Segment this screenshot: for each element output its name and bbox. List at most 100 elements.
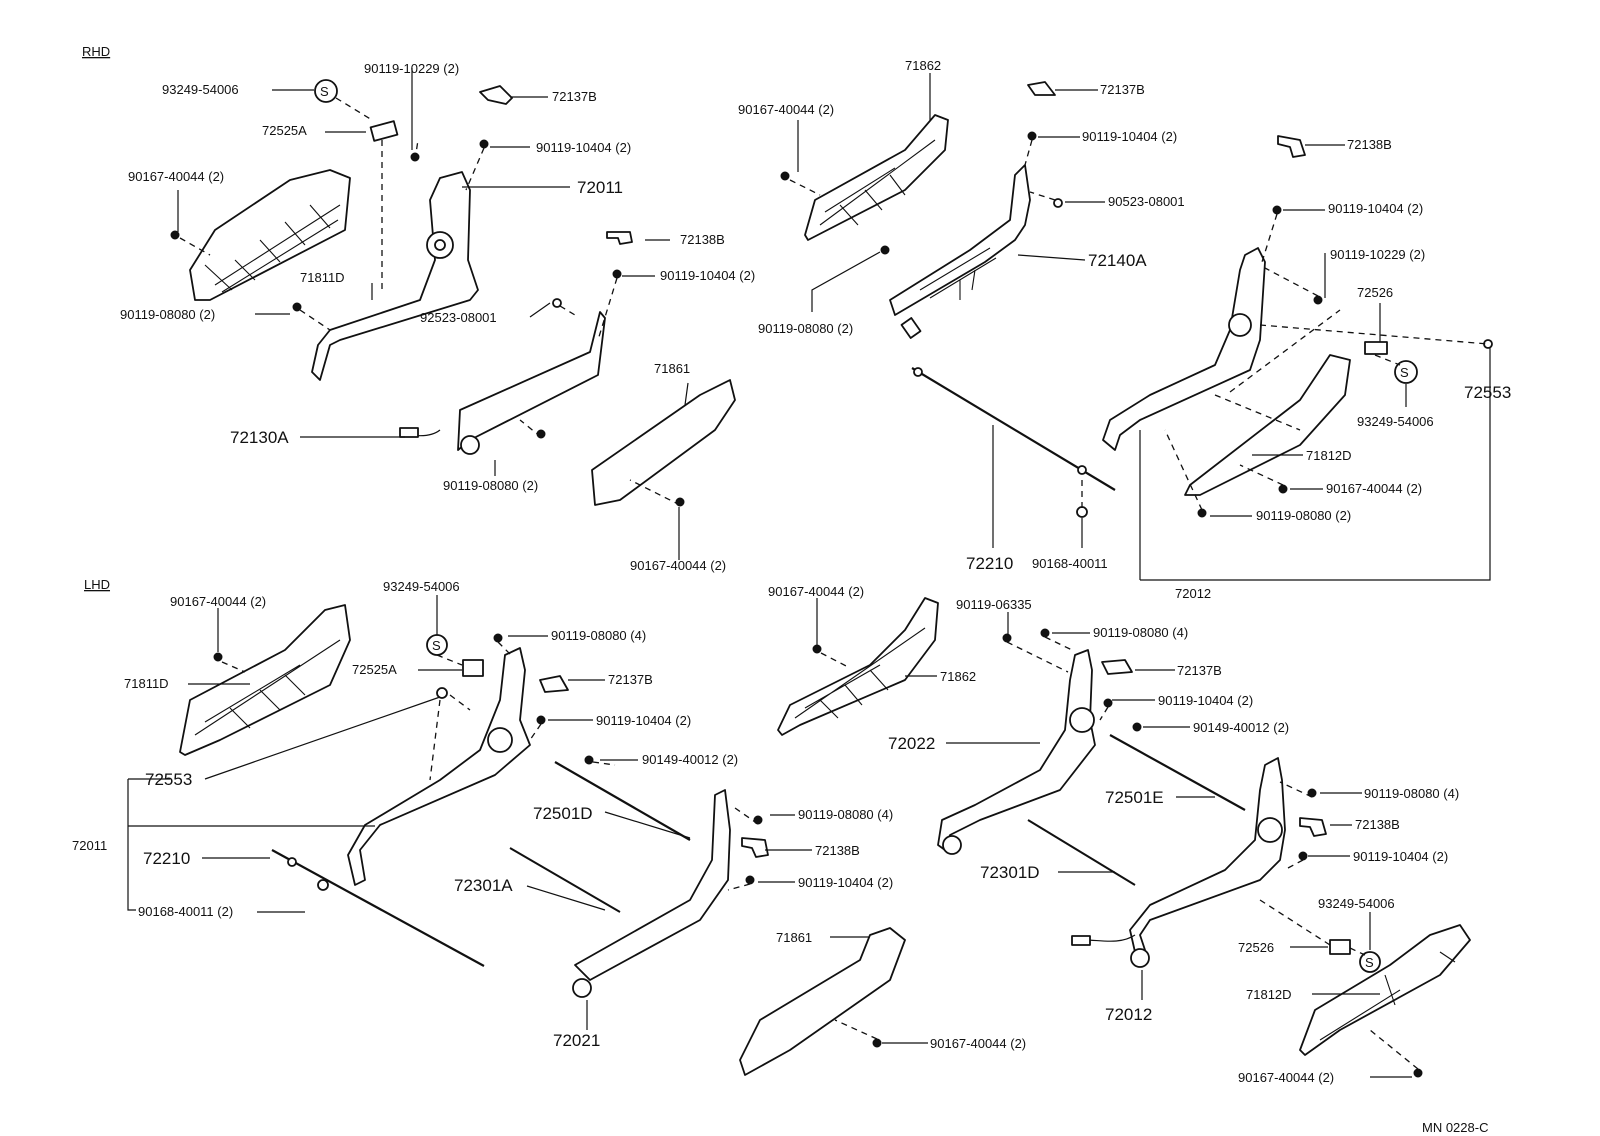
lhd-left-group: S 90167-40044 (2) 9 bbox=[72, 579, 1026, 1076]
clip-72137b-r bbox=[1027, 81, 1056, 96]
bolt-90119-10404-l2 bbox=[745, 875, 755, 885]
leader bbox=[177, 68, 689, 560]
label-90119-08080-l: 90119-08080 (4) bbox=[551, 628, 646, 643]
nut-92523 bbox=[552, 298, 562, 308]
label-71862: 71862 bbox=[905, 58, 941, 73]
clip-90168-l bbox=[317, 879, 329, 891]
label-72210: 72210 bbox=[966, 554, 1013, 573]
cable-end-72553-l bbox=[436, 687, 448, 699]
label-90119-10404-b: 90119-10404 (2) bbox=[660, 268, 755, 283]
recliner-frame-72011-l bbox=[347, 647, 531, 886]
clip-72138b-l bbox=[741, 837, 769, 858]
seat-cover-71862-ribs bbox=[819, 139, 936, 226]
recliner-hub-lr bbox=[1069, 707, 1095, 733]
label-90168-40011: 90168-40011 bbox=[1032, 556, 1108, 571]
track-roller bbox=[460, 435, 480, 455]
label-90119-10404-r2: 90119-10404 (2) bbox=[1328, 201, 1423, 216]
spacer-93249-rhd-r bbox=[1394, 360, 1418, 384]
label-71862-l: 71862 bbox=[940, 669, 976, 684]
label-72525a-l: 72525A bbox=[352, 662, 397, 677]
label-72501e: 72501E bbox=[1105, 788, 1164, 807]
bolt-90119-10404-lr2 bbox=[1298, 851, 1308, 861]
track-roller-l bbox=[572, 978, 592, 998]
label-90167-40044-b: 90167-40044 (2) bbox=[630, 558, 726, 573]
label-90149-40012-l: 90149-40012 (2) bbox=[642, 752, 738, 767]
seat-cover-71811d-ribs bbox=[204, 204, 341, 293]
label-90167-40044-l: 90167-40044 (2) bbox=[170, 594, 266, 609]
cable-72210-l bbox=[271, 849, 485, 967]
release-handle bbox=[399, 427, 419, 438]
spacer-s-mark-r: S bbox=[1400, 365, 1409, 380]
track-cover-71861-l bbox=[739, 927, 906, 1076]
bracket-72525a bbox=[369, 120, 399, 142]
clip-72137b-lr bbox=[1101, 659, 1133, 675]
rod-72501e bbox=[1109, 734, 1246, 811]
bolt-90167-40044-r2 bbox=[1278, 484, 1288, 494]
label-72021: 72021 bbox=[553, 1031, 600, 1050]
seat-cover-71811d bbox=[189, 169, 351, 301]
bracket-72526 bbox=[1364, 341, 1388, 355]
guide bbox=[820, 636, 1419, 1070]
guide bbox=[789, 139, 1489, 511]
label-93249-54006-r: 93249-54006 bbox=[1357, 414, 1434, 429]
label-71861: 71861 bbox=[654, 361, 690, 376]
label-72138b-r: 72138B bbox=[1347, 137, 1392, 152]
bolt-90149-40012-l bbox=[584, 755, 594, 765]
bolt-90119-10404-lr bbox=[1103, 698, 1113, 708]
label-72301d: 72301D bbox=[980, 863, 1040, 882]
label-90119-06335: 90119-06335 bbox=[956, 597, 1032, 612]
seat-cover-71812d-l-ribs bbox=[1319, 951, 1456, 1041]
label-71861-l: 71861 bbox=[776, 930, 812, 945]
label-72011: 72011 bbox=[577, 178, 623, 197]
label-72012-l: 72012 bbox=[1105, 1005, 1152, 1024]
label-72137b-lr: 72137B bbox=[1177, 663, 1222, 678]
guide bbox=[179, 97, 681, 506]
seat-cover-71811d-l bbox=[179, 604, 351, 756]
bolt-90119-08080 bbox=[292, 302, 302, 312]
label-72011-l: 72011 bbox=[72, 838, 107, 853]
label-90119-10404-a: 90119-10404 (2) bbox=[536, 140, 631, 155]
bolt-90119-08080-lr bbox=[1040, 628, 1050, 638]
label-72553-l: 72553 bbox=[145, 770, 192, 789]
label-72553: 72553 bbox=[1464, 383, 1511, 402]
label-72525a: 72525A bbox=[262, 123, 307, 138]
label-72501d: 72501D bbox=[533, 804, 593, 823]
label-72138b-l: 72138B bbox=[815, 843, 860, 858]
section-rhd-label: RHD bbox=[82, 44, 110, 59]
label-90119-10404-lr: 90119-10404 (2) bbox=[1158, 693, 1253, 708]
rail-details bbox=[919, 247, 997, 300]
bolt-90119-08080-r2 bbox=[1197, 508, 1207, 518]
label-72130a: 72130A bbox=[230, 428, 289, 447]
seat-cover-71812d bbox=[1184, 354, 1351, 496]
seat-cover-71812d-l bbox=[1299, 924, 1471, 1056]
label-90119-10404-r: 90119-10404 (2) bbox=[1082, 129, 1177, 144]
seat-cover-71862-l-ribs bbox=[794, 627, 926, 719]
bolt-90119-10404-b bbox=[612, 269, 622, 279]
label-72137b-r: 72137B bbox=[1100, 82, 1145, 97]
label-71812d: 71812D bbox=[1306, 448, 1352, 463]
section-lhd-label: LHD bbox=[84, 577, 110, 592]
label-93249-54006: 93249-54006 bbox=[162, 82, 239, 97]
bolt-90149-40012-lr bbox=[1132, 722, 1142, 732]
label-90119-10404-l: 90119-10404 (2) bbox=[596, 713, 691, 728]
label-72022: 72022 bbox=[888, 734, 935, 753]
seat-cover-71862-l bbox=[777, 597, 939, 736]
bolt-90119-06335 bbox=[1002, 633, 1012, 643]
spring-72301d bbox=[1027, 819, 1136, 886]
bolt-90119-10404-l bbox=[536, 715, 546, 725]
label-90119-08080-b: 90119-08080 (2) bbox=[443, 478, 538, 493]
bolt-90119-10229-r bbox=[1313, 295, 1323, 305]
recliner-hub-center bbox=[434, 239, 446, 251]
diagram-code: MN 0228-C bbox=[1422, 1120, 1488, 1135]
clip-90168 bbox=[1076, 506, 1088, 518]
label-72138b-lr: 72138B bbox=[1355, 817, 1400, 832]
recliner-frame-72012-l bbox=[1129, 757, 1286, 953]
label-90167-40044-r2: 90167-40044 (2) bbox=[1326, 481, 1422, 496]
recliner-frame-72011 bbox=[311, 171, 479, 381]
label-72012: 72012 bbox=[1175, 586, 1211, 601]
leader bbox=[816, 598, 1412, 1078]
label-90523-08001: 90523-08001 bbox=[1108, 194, 1185, 209]
label-90119-10229-r: 90119-10229 (2) bbox=[1330, 247, 1425, 262]
label-72301a: 72301A bbox=[454, 876, 513, 895]
